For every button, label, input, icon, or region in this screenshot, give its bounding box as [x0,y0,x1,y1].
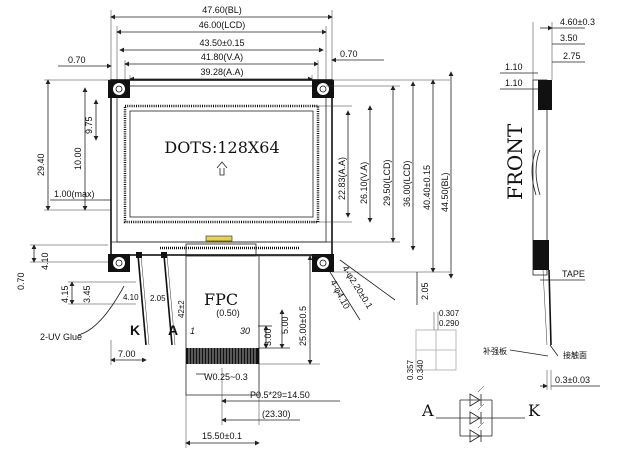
dim-1000: 10.00 [73,147,83,170]
side-view: FRONT 4.60±0.3 3.50 2.75 1.10 1.10 TAPE … [483,17,600,390]
dim-pitch-total: P0.5*29=14.50 [250,390,310,400]
dim-300: 3.00 [263,328,273,346]
dots-label: DOTS:128X64 [164,138,279,157]
dim-va-height: 26.10(V.A) [359,162,369,204]
stiffener-label: 补强板 [483,346,507,356]
dim-415: 4.15 [60,285,70,303]
mounting-hole-top-left [108,80,130,98]
pin-1-label: 1 [190,326,195,336]
dim-side-110a: 1.10 [505,62,523,72]
dim-left-margin: 0.70 [68,55,86,65]
uv-glue-mark [205,235,233,242]
dim-2940: 29.40 [36,153,46,176]
dim-aa-height: 22.83(A.A) [337,157,347,200]
dim-fpc-thickness: 0.3±0.03 [555,375,590,385]
dim-410b: 4.10 [123,293,139,302]
tape-label: TAPE [562,269,585,279]
dim-500: 5.00 [280,316,290,334]
dim-trace-width: W0.25~0.3 [204,372,248,382]
dim-bl-height: 44.50(BL) [440,172,450,212]
dim-700: 7.00 [118,349,136,359]
dim-bl-width: 47.60(BL) [202,5,242,15]
dim-side-275: 2.75 [563,51,581,61]
dim-lcd-width: 46.00(LCD) [199,20,246,30]
dim-outline-height: 40.40±0.15 [422,165,432,210]
anode-pin-label: A [168,322,178,338]
dim-right-margin: 0.70 [340,49,358,59]
dim-0307: 0.307 [439,309,460,318]
dim-345: 3.45 [82,285,92,303]
cathode-pin-label: K [130,322,140,338]
uv-glue-label: 2-UV Glue [40,332,82,342]
dim-max: 1.00(max) [54,189,95,199]
dim-975: 9.75 [84,116,94,134]
dim-hole-large: 4-φ4.10 [328,278,352,310]
dim-410: 4.10 [40,252,50,270]
pad-detail: 0.307 0.290 0.357 0.340 [406,309,460,380]
led-pin-labels: 4.10 2.05 42±2 K A 2-UV Glue 7.00 [40,285,186,365]
dim-0290: 0.290 [439,319,460,328]
dim-lcd-h36: 36.00(LCD) [402,160,412,207]
dim-lcd-height: 29.50(LCD) [382,159,392,206]
mounting-hole-bottom-left [108,254,130,272]
fpc-cable: FPC 1 30 (0.50) 3.00 5.00 25.00±0.5 W0.2… [185,243,340,448]
fpc-label: FPC [204,290,238,309]
contact-surface-label: 接触面 [563,350,587,360]
dim-205b: 2.05 [420,282,430,300]
dim-fpc-width: 15.50±0.1 [202,431,242,441]
dim-205: 2.05 [150,294,166,303]
up-arrow-icon [216,161,228,176]
dim-fpc-length: 25.00±0.5 [298,306,308,346]
dim-side-110b: 1.10 [505,78,523,88]
mounting-hole-top-right [312,80,334,98]
dim-2330: (23.30) [262,409,291,419]
right-dimensions: 22.83(A.A) 26.10(V.A) 29.50(LCD) 36.00(L… [312,71,454,321]
dim-aa-width: 39.28(A.A) [200,67,243,77]
dim-va-width: 41.80(V.A) [201,52,243,62]
schematic-cathode-label: K [528,401,541,420]
led-schematic: A K [421,385,541,443]
dim-42x2: 42±2 [177,300,186,318]
dim-0340: 0.340 [416,359,425,380]
lcd-module-front: DOTS:128X64 [108,79,334,346]
dim-pitch-050: (0.50) [216,308,240,318]
dim-side-350: 3.50 [560,33,578,43]
dim-070b: 0.70 [16,272,26,290]
dim-outline-width: 43.50±0.15 [200,38,245,48]
dim-0357: 0.357 [406,359,415,380]
led-diode-icon [460,385,492,443]
dim-side-thickness: 4.60±0.3 [560,17,595,27]
front-label: FRONT [503,123,527,200]
schematic-anode-label: A [421,401,434,420]
left-dimensions: 29.40 10.00 9.75 1.00(max) 0.70 4.10 4.1… [16,79,136,305]
mounting-hole-bottom-right [312,254,334,272]
pin-30-label: 30 [240,326,250,336]
